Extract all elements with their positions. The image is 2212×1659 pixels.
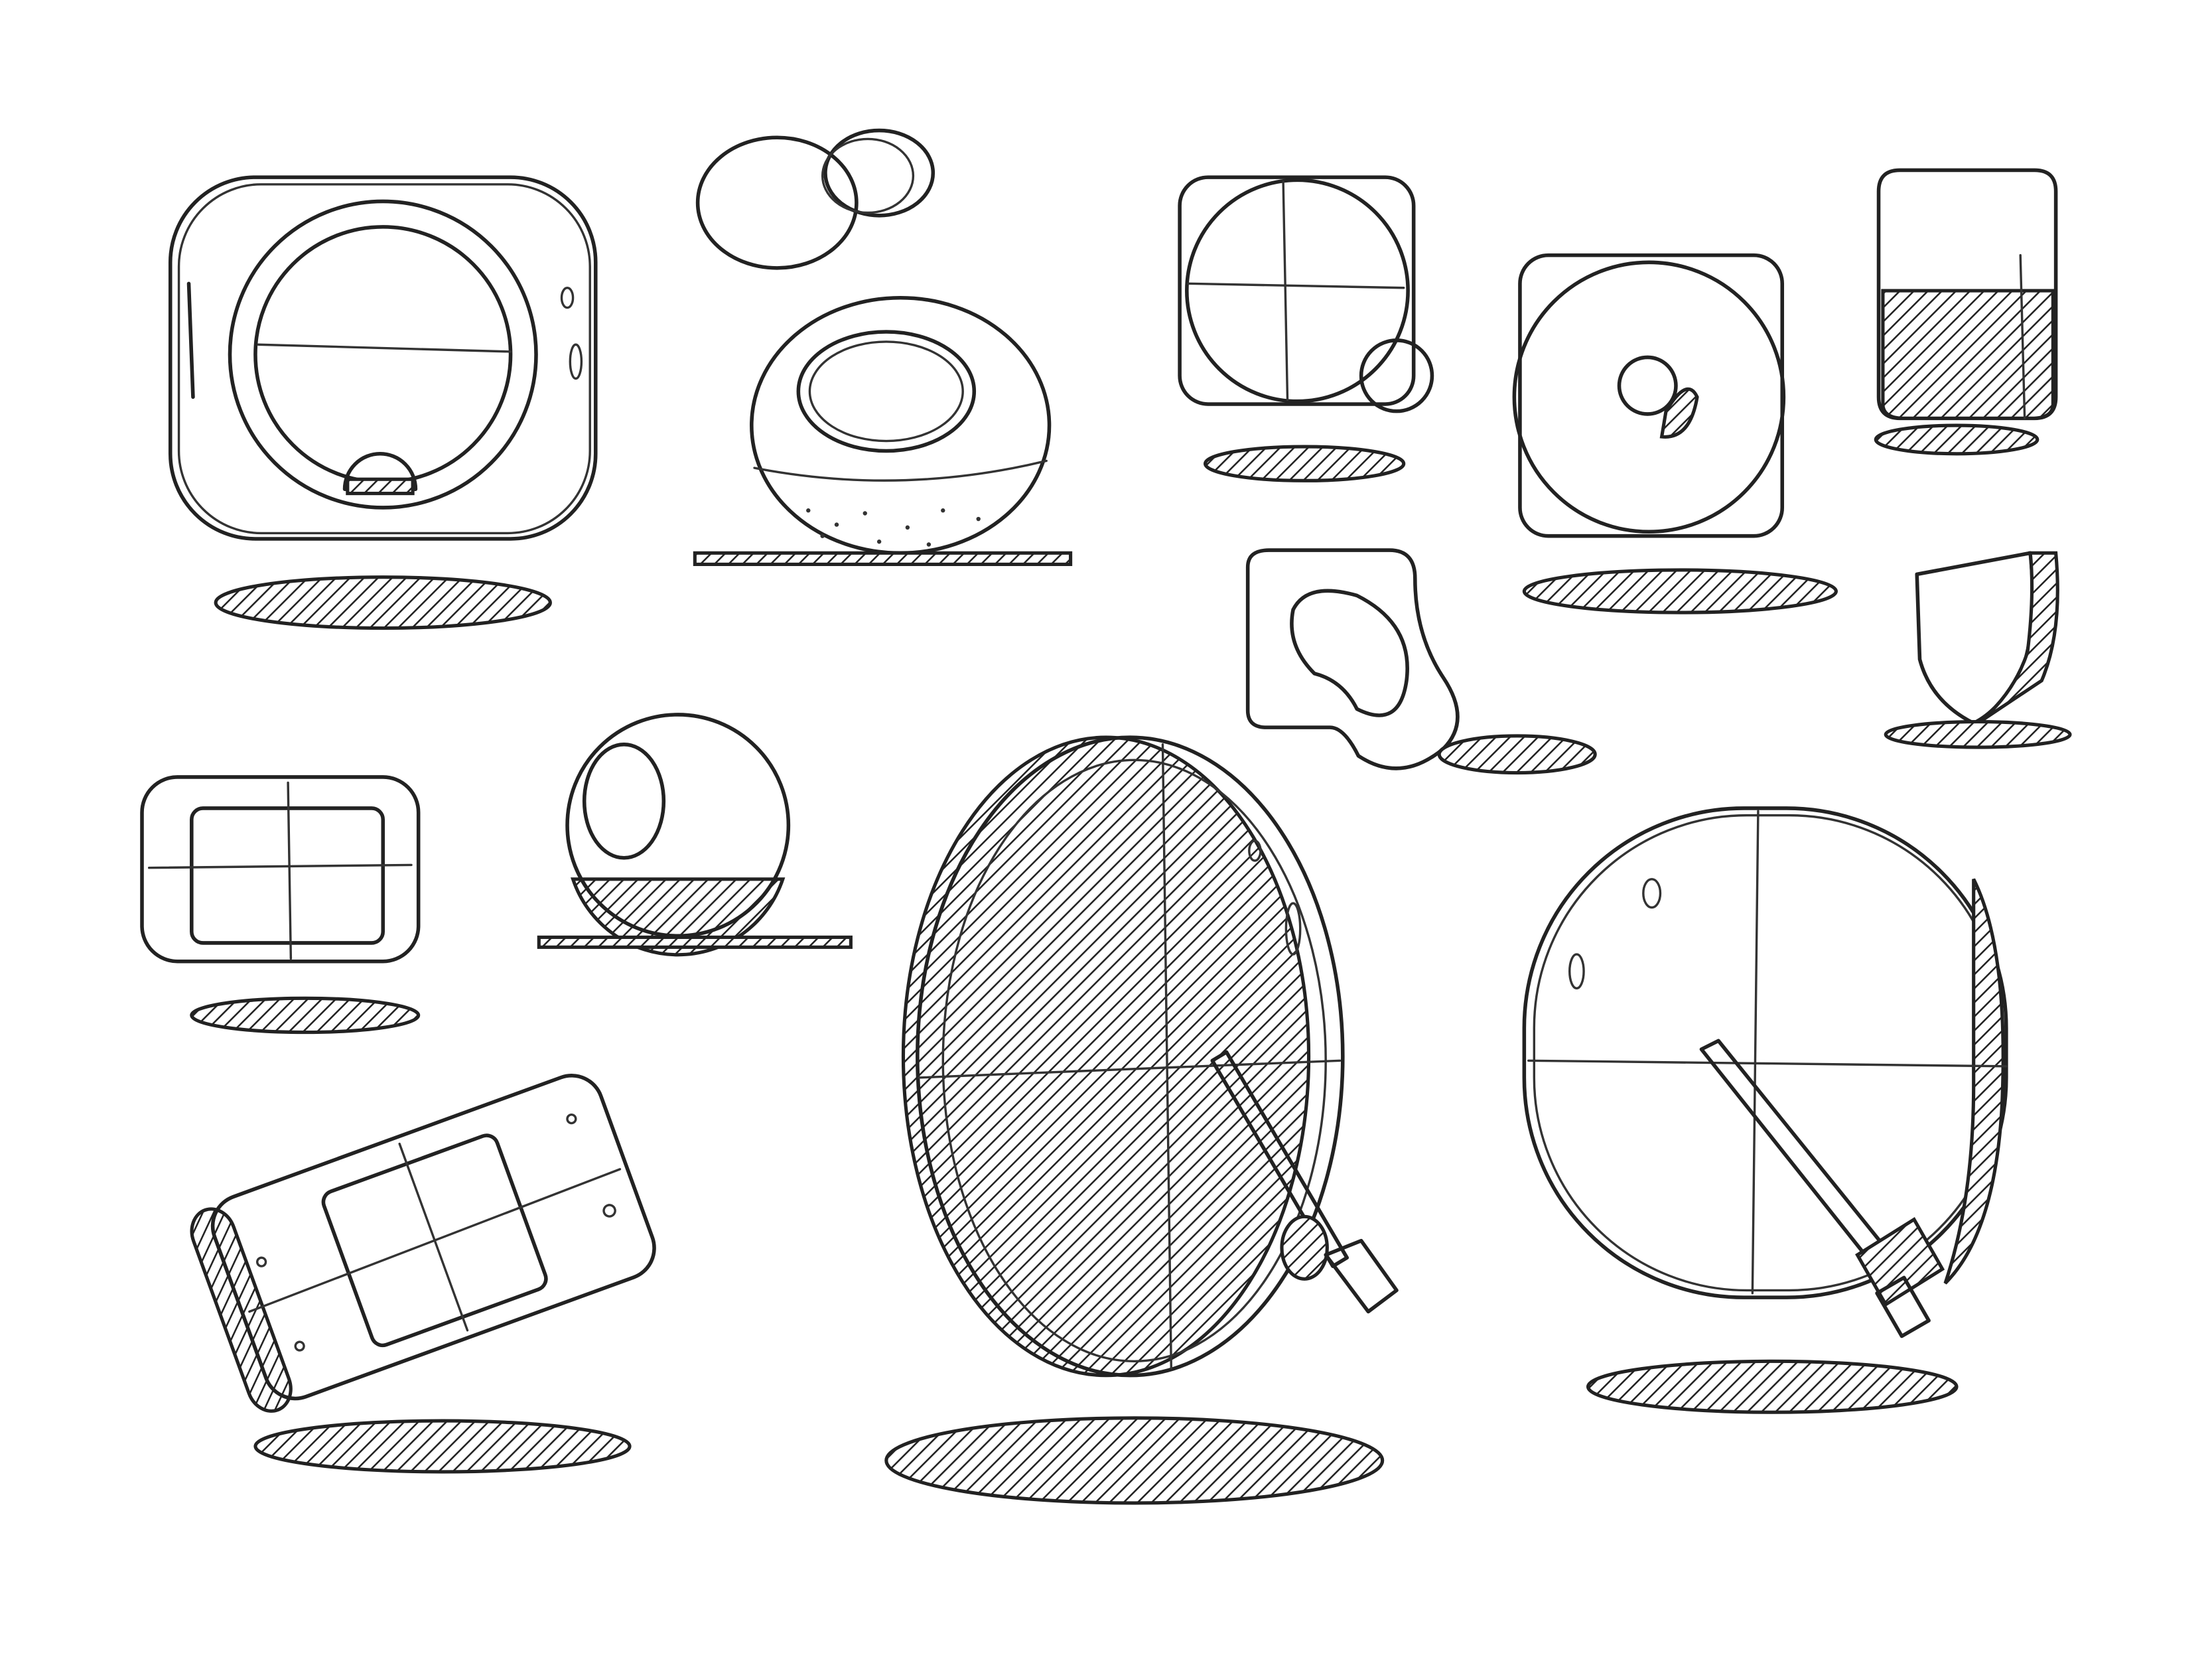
sketch-shield-device xyxy=(1884,551,2072,749)
sketch-square-cross-device xyxy=(1178,175,1434,482)
shadow xyxy=(1884,720,2072,749)
shadow xyxy=(1522,568,1838,614)
sketch-overlapping-ovals xyxy=(695,128,935,270)
sketch-blob-device xyxy=(1245,548,1597,775)
shadow xyxy=(1204,445,1406,482)
shadow xyxy=(214,575,552,630)
sketch-square-disc-device xyxy=(1512,253,1838,614)
sketch-sphere-device xyxy=(537,713,853,957)
sketch-egg-device xyxy=(693,295,1073,566)
shadow xyxy=(1437,734,1597,775)
sketch-large-disc-device xyxy=(884,735,1399,1505)
sketch-large-round-dial xyxy=(1522,806,2008,1414)
shadow xyxy=(1586,1359,1959,1414)
sketch-small-screen-device xyxy=(140,775,421,1035)
sketch-tilted-gamepad-device xyxy=(190,1074,656,1474)
shadow xyxy=(884,1416,1385,1505)
sketch-box-device xyxy=(1874,168,2058,456)
shadow xyxy=(190,996,421,1035)
sketch-rounded-dial-device xyxy=(168,175,598,630)
shadow xyxy=(253,1419,632,1474)
shadow xyxy=(1874,423,2039,456)
